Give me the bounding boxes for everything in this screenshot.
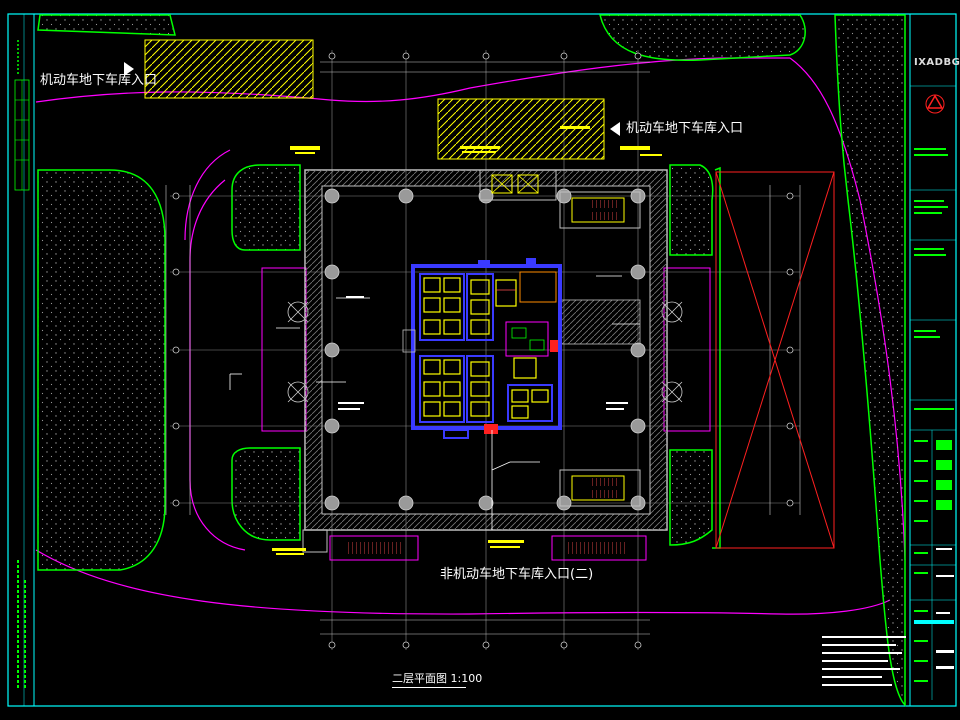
top-elevator-lobby [479,169,557,201]
parking-ramp-1 [124,39,314,99]
plan-title: 二层平面图 1:100 [392,672,483,685]
leader-lines [229,275,640,530]
parking-entrance-label-1: 机动车地下车库入口 [40,73,158,88]
red-hatched-zone [715,171,835,549]
grid-bubbles [172,52,794,649]
annotation-tags [272,126,662,555]
shaft-hatch [559,299,641,345]
binding-strip [14,40,30,690]
company-logo-text: IXADBGH [914,57,960,68]
parking-entrance-label-2: 机动车地下车库入口 [626,121,744,136]
stair-top-right [559,191,641,229]
stair-bottom-right [559,469,641,507]
bicycle-entrance-label: 非机动车地下车库入口(二) [440,567,594,582]
landscape-zones [37,14,906,707]
plan-title-underline [392,687,466,688]
title-block [910,85,956,700]
parking-ramp-2 [437,98,620,160]
building-core [402,258,562,439]
bicycle-ramps [329,535,647,561]
small-notes [338,296,906,686]
drawing-frame [7,13,957,707]
